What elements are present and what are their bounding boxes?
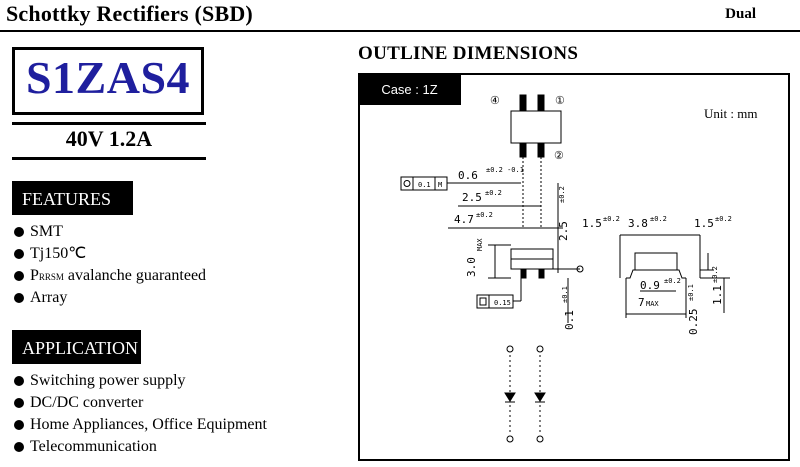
dim-overall-height: 1.1 [711, 285, 724, 305]
unit-label: Unit : mm [704, 106, 758, 121]
page-title: Schottky Rectifiers (SBD) [6, 1, 253, 26]
dim-height: 2.5 [557, 221, 570, 241]
dim-overall-width-tol: MAX [646, 300, 659, 308]
dim-total-height: 3.0 [465, 257, 478, 277]
part-number: S1ZAS4 [25, 52, 191, 103]
dim-standoff: 0.1 [563, 310, 576, 330]
bullet-icon [14, 398, 24, 408]
list-item: PRRSM avalanche guaranteed [14, 265, 206, 287]
dim-lead-length: 0.9 [640, 279, 660, 292]
bullet-icon [14, 271, 24, 281]
features-list: SMT Tj150℃ PRRSM avalanche guaranteed Ar… [14, 221, 206, 309]
position-tolerance-value: 0.1 [418, 181, 431, 189]
bullet-icon [14, 376, 24, 386]
pin2-label: ② [554, 149, 564, 162]
dim-lead-pitch-tol: ±0.2 [485, 189, 502, 197]
bullet-icon [14, 293, 24, 303]
package-side-view [488, 244, 584, 323]
package-top-view [510, 94, 562, 228]
application-heading: APPLICATION [12, 330, 141, 364]
list-item: Telecommunication [14, 436, 267, 458]
bullet-icon [14, 249, 24, 259]
rating-top-rule [12, 122, 206, 125]
rating-bottom-rule [12, 157, 206, 160]
dim-lead-width: 0.6 [458, 169, 478, 182]
list-item: DC/DC converter [14, 392, 267, 414]
bullet-icon [14, 442, 24, 452]
pin1-label: ① [555, 94, 565, 107]
dim-height-tol: ±0.2 [558, 186, 566, 203]
application-list: Switching power supply DC/DC converter H… [14, 370, 267, 458]
dim-total-height-tol: MAX [476, 238, 484, 251]
dim-lead-width-tol: ±0.2 -0.1 [486, 166, 524, 174]
dim-lead-pitch: 2.5 [462, 191, 482, 204]
position-tolerance-frame [400, 176, 521, 191]
bullet-icon [14, 227, 24, 237]
dim-lead-thickness: 0.25 [687, 309, 700, 336]
dim-standoff-tol: ±0.1 [561, 286, 569, 303]
dim-body-length: 4.7 [454, 213, 474, 226]
dim-body-width: 3.8 [628, 217, 648, 230]
outline-frame [358, 73, 790, 461]
list-item: SMT [14, 221, 206, 243]
dim-overall-width: 7 [638, 296, 645, 309]
header-divider [0, 30, 800, 32]
dim-lead-span-left: 1.5 [582, 217, 602, 230]
package-front-view [619, 234, 730, 318]
part-rating: 40V 1.2A [65, 126, 153, 151]
part-number-box [12, 47, 204, 115]
features-heading: FEATURES [12, 181, 133, 215]
dim-lead-length-tol: ±0.2 [664, 277, 681, 285]
case-label: Case : 1Z [358, 73, 461, 105]
diode-schematic [504, 345, 546, 443]
dim-body-width-tol: ±0.2 [650, 215, 667, 223]
outline-drawing: ④ ① ② 0.1 M 0.6 ±0.2 -0.1 2.5 ±0.2 4.7 ±… [400, 94, 732, 443]
pin4-label: ④ [490, 94, 500, 107]
dim-lead-span-right: 1.5 [694, 217, 714, 230]
dim-lead-span-left-tol: ±0.2 [603, 215, 620, 223]
position-modifier: M [438, 181, 442, 189]
dim-lead-span-right-tol: ±0.2 [715, 215, 732, 223]
dim-lead-thickness-tol: ±0.1 [687, 284, 695, 301]
list-item: Home Appliances, Office Equipment [14, 414, 267, 436]
flatness-value: 0.15 [494, 299, 511, 307]
list-item: Tj150℃ [14, 243, 206, 265]
dim-body-length-tol: ±0.2 [476, 211, 493, 219]
list-item: Switching power supply [14, 370, 267, 392]
dim-overall-height-tol: ±0.2 [711, 266, 719, 283]
flatness-frame [476, 278, 522, 309]
list-item: Array [14, 287, 206, 309]
bullet-icon [14, 420, 24, 430]
outline-heading: OUTLINE DIMENSIONS [358, 43, 579, 64]
configuration-label: Dual [725, 6, 756, 22]
